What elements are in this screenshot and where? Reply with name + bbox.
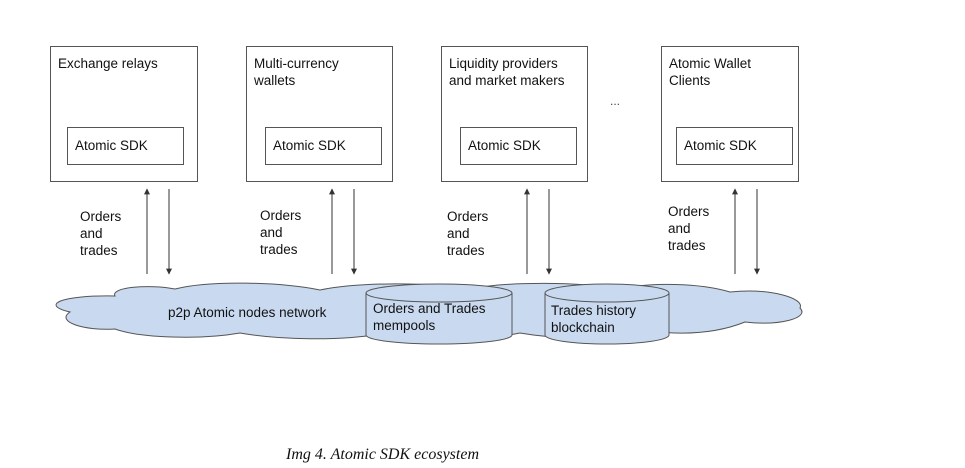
atomic-sdk-box: Atomic SDK bbox=[676, 127, 793, 165]
component-title: Multi-currency wallets bbox=[254, 56, 339, 88]
atomic-sdk-box: Atomic SDK bbox=[67, 127, 184, 165]
arrows bbox=[144, 188, 760, 275]
flow-label-2: Orders and trades bbox=[260, 208, 302, 257]
atomic-sdk-box: Atomic SDK bbox=[460, 127, 577, 165]
blockchain-label: Trades history blockchain bbox=[551, 303, 637, 335]
mempools-cylinder bbox=[365, 283, 513, 345]
flow-label-1: Orders and trades bbox=[80, 209, 122, 258]
component-title: Atomic Wallet Clients bbox=[669, 56, 752, 88]
component-title: Exchange relays bbox=[58, 56, 158, 71]
more-components-ellipsis: ... bbox=[610, 94, 621, 108]
component-liquidity-providers: Liquidity providers and market makers At… bbox=[441, 46, 588, 182]
atomic-sdk-box: Atomic SDK bbox=[265, 127, 382, 165]
component-multi-currency-wallets: Multi-currency wallets Atomic SDK bbox=[246, 46, 393, 182]
mempools-label: Orders and Trades mempools bbox=[373, 301, 486, 333]
blockchain-cylinder bbox=[544, 283, 670, 345]
figure-caption: Img 4. Atomic SDK ecosystem bbox=[286, 446, 479, 463]
component-title: Liquidity providers and market makers bbox=[449, 56, 565, 88]
component-exchange-relays: Exchange relays Atomic SDK bbox=[50, 46, 198, 182]
component-atomic-wallet-clients: Atomic Wallet Clients Atomic SDK bbox=[661, 46, 799, 182]
network-label: p2p Atomic nodes network bbox=[168, 305, 327, 320]
flow-label-3: Orders and trades bbox=[447, 209, 489, 258]
flow-label-4: Orders and trades bbox=[668, 204, 710, 253]
